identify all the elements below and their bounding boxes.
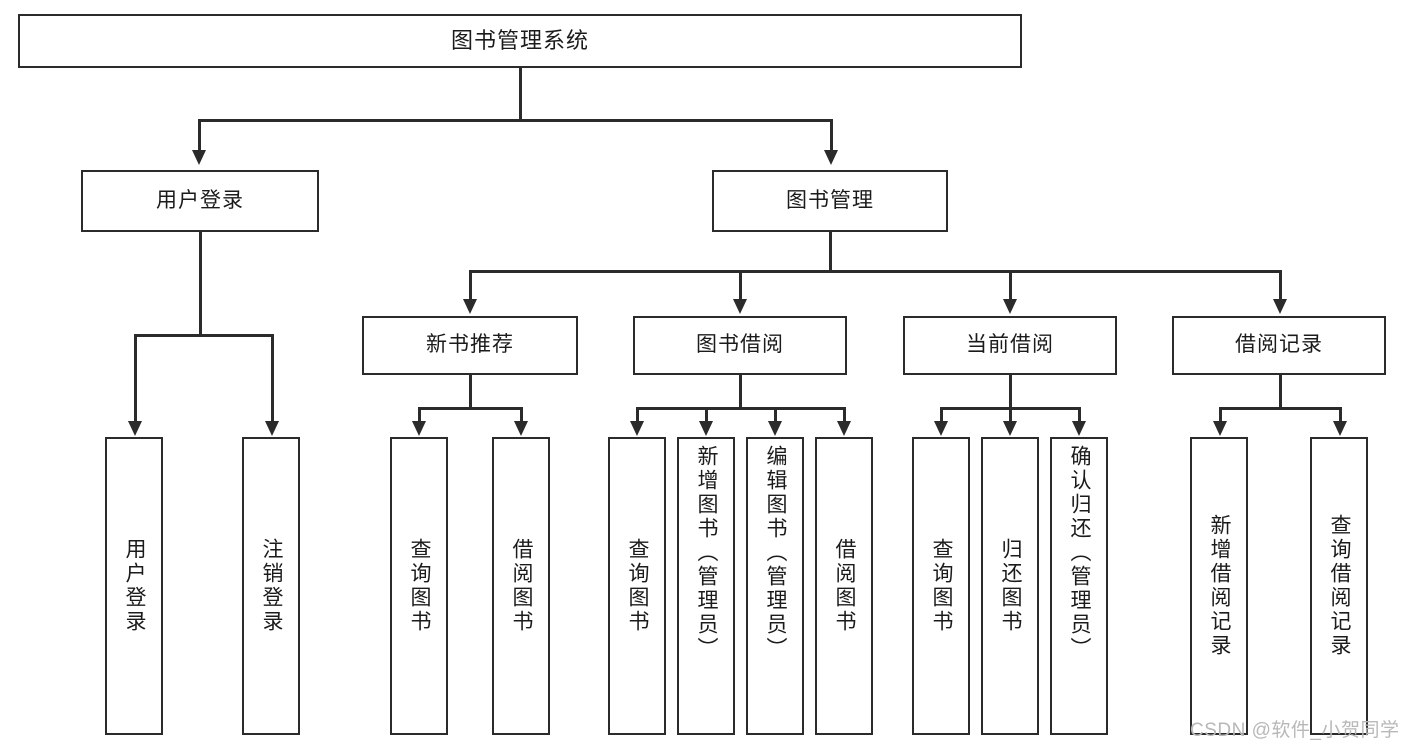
node-label: 借阅图书: [833, 538, 857, 634]
node-label: 新增图书（管理员）: [695, 445, 719, 661]
node-book-borrow[interactable]: 图书借阅: [633, 316, 847, 375]
connector-new-book-to-leaf-1: [418, 407, 421, 422]
node-label: 查询图书: [626, 538, 650, 634]
arrow-br-to-leaf-1: [1213, 421, 1227, 436]
connector-new-book-bus: [418, 407, 522, 410]
arrow-bm-to-book-borrow: [733, 299, 747, 314]
arrow-bb-to-leaf-2: [699, 421, 713, 436]
connector-cb-to-leaf-1: [940, 407, 943, 422]
node-label: 新增借阅记录: [1208, 514, 1232, 658]
connector-user-login-stem: [199, 232, 202, 335]
connector-root-to-book-management: [830, 119, 833, 151]
arrow-bm-to-borrow-record: [1273, 299, 1287, 314]
arrow-br-to-leaf-2: [1333, 421, 1347, 436]
connector-root-to-user-login: [198, 119, 201, 151]
leaf-book-borrow-edit-book-admin[interactable]: 编辑图书（管理员）: [746, 437, 804, 735]
connector-bb-to-leaf-2: [705, 407, 708, 422]
node-new-book-recommend[interactable]: 新书推荐: [362, 316, 578, 375]
connector-book-management-stem: [829, 232, 832, 272]
connector-br-to-leaf-2: [1339, 407, 1342, 422]
connector-new-book-to-leaf-2: [520, 407, 523, 422]
node-label: 用户登录: [123, 538, 147, 634]
arrow-cb-to-leaf-2: [1003, 421, 1017, 436]
arrow-cb-to-leaf-3: [1072, 421, 1086, 436]
node-label: 图书管理: [786, 188, 874, 212]
connector-bm-to-book-borrow: [739, 270, 742, 300]
watermark-text: CSDN @软件_小贺同学: [1190, 720, 1400, 741]
arrow-user-login-to-leaf-2: [265, 421, 279, 436]
node-label: 确认归还（管理员）: [1068, 445, 1092, 661]
connector-user-login-bus: [134, 334, 271, 337]
node-label: 新书推荐: [426, 333, 514, 357]
node-borrow-record[interactable]: 借阅记录: [1172, 316, 1386, 375]
node-user-login[interactable]: 用户登录: [81, 170, 319, 232]
connector-borrow-record-stem: [1279, 375, 1282, 409]
leaf-borrow-record-add-record[interactable]: 新增借阅记录: [1190, 437, 1248, 735]
leaf-new-book-borrow-book[interactable]: 借阅图书: [492, 437, 550, 735]
arrow-root-to-book-management: [824, 150, 838, 165]
connector-current-borrow-stem: [1009, 375, 1012, 409]
connector-borrow-record-bus: [1219, 407, 1341, 410]
connector-bb-to-leaf-1: [636, 407, 639, 422]
arrow-bb-to-leaf-3: [768, 421, 782, 436]
leaf-current-borrow-confirm-return-admin[interactable]: 确认归还（管理员）: [1050, 437, 1108, 735]
arrow-bb-to-leaf-1: [630, 421, 644, 436]
connector-user-login-to-leaf-2: [271, 334, 274, 422]
arrow-bb-to-leaf-4: [837, 421, 851, 436]
leaf-book-borrow-query-book[interactable]: 查询图书: [608, 437, 666, 735]
node-label: 借阅图书: [510, 538, 534, 634]
leaf-book-borrow-borrow-book[interactable]: 借阅图书: [815, 437, 873, 735]
node-label: 查询借阅记录: [1328, 514, 1352, 658]
connector-cb-to-leaf-2: [1009, 407, 1012, 422]
connector-user-login-to-leaf-1: [134, 334, 137, 422]
node-label: 编辑图书（管理员）: [764, 445, 788, 661]
arrow-root-to-user-login: [192, 150, 206, 165]
leaf-user-login-do-login[interactable]: 用户登录: [105, 437, 163, 735]
connector-br-to-leaf-1: [1219, 407, 1222, 422]
connector-bb-to-leaf-4: [843, 407, 846, 422]
node-label: 归还图书: [999, 538, 1023, 634]
arrow-bm-to-new-book: [463, 299, 477, 314]
arrow-bm-to-current-borrow: [1003, 299, 1017, 314]
leaf-current-borrow-return-book[interactable]: 归还图书: [981, 437, 1039, 735]
node-label: 用户登录: [156, 188, 244, 212]
node-label: 图书借阅: [696, 333, 784, 357]
leaf-current-borrow-query-book[interactable]: 查询图书: [912, 437, 970, 735]
connector-book-management-bus: [469, 270, 1281, 273]
arrow-new-book-to-leaf-1: [412, 421, 426, 436]
connector-root-bus: [198, 119, 832, 122]
arrow-user-login-to-leaf-1: [128, 421, 142, 436]
leaf-user-login-logout[interactable]: 注销登录: [242, 437, 300, 735]
connector-new-book-stem: [469, 375, 472, 409]
connector-bm-to-current-borrow: [1009, 270, 1012, 300]
node-root-book-management-system[interactable]: 图书管理系统: [18, 14, 1022, 68]
connector-cb-to-leaf-3: [1078, 407, 1081, 422]
node-label: 借阅记录: [1235, 333, 1323, 357]
arrow-new-book-to-leaf-2: [514, 421, 528, 436]
connector-bm-to-borrow-record: [1279, 270, 1282, 300]
leaf-book-borrow-add-book-admin[interactable]: 新增图书（管理员）: [677, 437, 735, 735]
node-label: 当前借阅: [966, 333, 1054, 357]
arrow-cb-to-leaf-1: [934, 421, 948, 436]
node-current-borrow[interactable]: 当前借阅: [903, 316, 1117, 375]
node-label: 查询图书: [408, 538, 432, 634]
leaf-borrow-record-query-record[interactable]: 查询借阅记录: [1310, 437, 1368, 735]
connector-book-borrow-bus: [636, 407, 844, 410]
leaf-new-book-query-book[interactable]: 查询图书: [390, 437, 448, 735]
node-label: 查询图书: [930, 538, 954, 634]
node-book-management[interactable]: 图书管理: [712, 170, 948, 232]
node-label: 注销登录: [260, 538, 284, 634]
connector-bm-to-new-book: [469, 270, 472, 300]
connector-bb-to-leaf-3: [774, 407, 777, 422]
node-label: 图书管理系统: [450, 28, 589, 54]
connector-book-borrow-stem: [739, 375, 742, 409]
connector-root-stem: [519, 68, 522, 120]
